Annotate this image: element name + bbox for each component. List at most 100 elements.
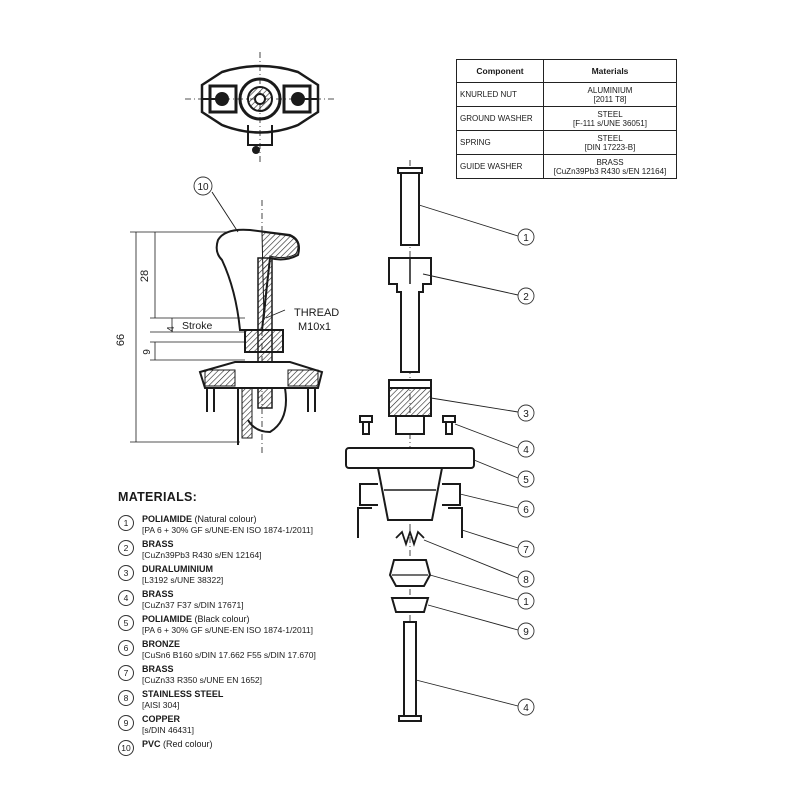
- exploded-callout: 1: [523, 233, 529, 244]
- table-row: KNURLED NUT ALUMINIUM[2011 T8]: [456, 82, 677, 107]
- exploded-callout: 2: [523, 292, 529, 303]
- materials-heading: MATERIALS:: [118, 490, 198, 504]
- table-row: SPRING STEEL[DIN 17223-B]: [456, 130, 677, 155]
- material-name: ALUMINIUM: [587, 85, 633, 95]
- item-number: 10: [118, 740, 134, 756]
- exploded-callout: 3: [523, 409, 529, 420]
- item-spec: [s/DIN 46431]: [142, 725, 194, 735]
- item-number: 9: [118, 715, 134, 731]
- item-spec: [CuZn39Pb3 R430 s/EN 12164]: [142, 550, 262, 560]
- item-name-line: COPPER: [142, 714, 418, 725]
- section-callout-10-circle: [193, 176, 213, 196]
- item-number: 8: [118, 690, 134, 706]
- table-cell-material: STEEL[DIN 17223-B]: [543, 130, 677, 155]
- item-name-line: BRASS: [142, 589, 418, 600]
- item-name: POLIAMIDE: [142, 614, 193, 624]
- material-name: STEEL: [597, 133, 623, 143]
- item-number: 5: [118, 615, 134, 631]
- item-name: BRASS: [142, 664, 174, 674]
- item-name: POLIAMIDE: [142, 514, 193, 524]
- material-spec: [F-111 s/UNE 36051]: [573, 118, 647, 128]
- material-name: BRASS: [596, 157, 624, 167]
- item-spec: [CuZn37 F37 s/DIN 17671]: [142, 600, 244, 610]
- exploded-callout: 4: [523, 703, 529, 714]
- table-cell-material: ALUMINIUM[2011 T8]: [543, 82, 677, 107]
- table-header-materials: Materials: [543, 59, 677, 83]
- table-cell-material: BRASS[CuZn39Pb3 R430 s/EN 12164]: [543, 154, 677, 179]
- list-item: 1 POLIAMIDE (Natural colour) [PA 6 + 30%…: [118, 514, 418, 536]
- table-cell-component: KNURLED NUT: [456, 82, 544, 107]
- list-item: 5 POLIAMIDE (Black colour) [PA 6 + 30% G…: [118, 614, 418, 636]
- item-number: 4: [118, 590, 134, 606]
- item-note: (Red colour): [163, 739, 213, 749]
- item-name: BRONZE: [142, 639, 180, 649]
- list-item: 7 BRASS [CuZn33 R350 s/UNE EN 1652]: [118, 664, 418, 686]
- item-name: STAINLESS STEEL: [142, 689, 224, 699]
- section-view: [130, 191, 324, 455]
- item-number: 7: [118, 665, 134, 681]
- exploded-callout: 8: [523, 575, 529, 586]
- stroke-label: Stroke: [182, 320, 213, 332]
- exploded-view: [345, 160, 475, 722]
- item-name: BRASS: [142, 539, 174, 549]
- item-note: (Black colour): [194, 614, 250, 624]
- material-spec: [2011 T8]: [593, 94, 627, 104]
- callout-circles: [517, 228, 535, 716]
- item-name-line: BRONZE: [142, 639, 418, 650]
- table-header-component: Component: [456, 59, 544, 83]
- item-spec: [L3192 s/UNE 38322]: [142, 575, 224, 585]
- item-spec: [CuZn33 R350 s/UNE EN 1652]: [142, 675, 263, 685]
- item-spec: [AISI 304]: [142, 700, 180, 710]
- item-name-line: STAINLESS STEEL: [142, 689, 418, 700]
- item-name-line: DURALUMINIUM: [142, 564, 418, 575]
- item-number: 2: [118, 540, 134, 556]
- list-item: 10 PVC (Red colour): [118, 739, 418, 761]
- material-name: STEEL: [597, 109, 623, 119]
- table-cell-material: STEEL[F-111 s/UNE 36051]: [543, 106, 677, 131]
- item-name-line: BRASS: [142, 664, 418, 675]
- exploded-callout: 5: [523, 475, 529, 486]
- exploded-callout: 6: [523, 505, 529, 516]
- exploded-callout: 4: [523, 445, 529, 456]
- item-name-line: BRASS: [142, 539, 418, 550]
- item-note: (Natural colour): [194, 514, 257, 524]
- dim-upper: 28: [139, 270, 151, 282]
- item-name-line: POLIAMIDE (Natural colour): [142, 514, 418, 525]
- dim-overall: 66: [115, 334, 127, 346]
- table-row: GUIDE WASHER BRASS[CuZn39Pb3 R430 s/EN 1…: [456, 154, 677, 179]
- item-spec: [CuSn6 B160 s/DIN 17.662 F55 s/DIN 17.67…: [142, 650, 316, 660]
- top-plan-view: [185, 52, 335, 162]
- list-item: 6 BRONZE [CuSn6 B160 s/DIN 17.662 F55 s/…: [118, 639, 418, 661]
- item-name: PVC: [142, 739, 161, 749]
- item-name-line: PVC (Red colour): [142, 739, 418, 750]
- exploded-callout: 7: [523, 545, 529, 556]
- leader-lines: [415, 204, 519, 707]
- material-spec: [DIN 17223-B]: [584, 142, 636, 152]
- list-item: 9 COPPER [s/DIN 46431]: [118, 714, 418, 736]
- list-item: 4 BRASS [CuZn37 F37 s/DIN 17671]: [118, 589, 418, 611]
- thread-spec: M10x1: [298, 321, 331, 333]
- component-materials-table: Component Materials KNURLED NUT ALUMINIU…: [456, 59, 677, 179]
- item-spec: [PA 6 + 30% GF s/UNE-EN ISO 1874-1/2011]: [142, 625, 313, 635]
- dim-lower: 9: [142, 349, 153, 355]
- item-number: 3: [118, 565, 134, 581]
- list-item: 2 BRASS [CuZn39Pb3 R430 s/EN 12164]: [118, 539, 418, 561]
- list-item: 8 STAINLESS STEEL [AISI 304]: [118, 689, 418, 711]
- exploded-callout: 1: [523, 597, 529, 608]
- thread-label: THREAD: [294, 307, 339, 319]
- table-cell-component: GUIDE WASHER: [456, 154, 544, 179]
- material-spec: [CuZn39Pb3 R430 s/EN 12164]: [553, 166, 667, 176]
- item-spec: [PA 6 + 30% GF s/UNE-EN ISO 1874-1/2011]: [142, 525, 313, 535]
- section-callout-10: 10: [197, 182, 209, 193]
- table-cell-component: SPRING: [456, 130, 544, 155]
- dim-stroke: 4: [166, 326, 177, 332]
- item-name-line: POLIAMIDE (Black colour): [142, 614, 418, 625]
- item-number: 1: [118, 515, 134, 531]
- item-number: 6: [118, 640, 134, 656]
- item-name: BRASS: [142, 589, 174, 599]
- item-name: COPPER: [142, 714, 181, 724]
- table-row: GROUND WASHER STEEL[F-111 s/UNE 36051]: [456, 106, 677, 131]
- table-cell-component: GROUND WASHER: [456, 106, 544, 131]
- list-item: 3 DURALUMINIUM [L3192 s/UNE 38322]: [118, 564, 418, 586]
